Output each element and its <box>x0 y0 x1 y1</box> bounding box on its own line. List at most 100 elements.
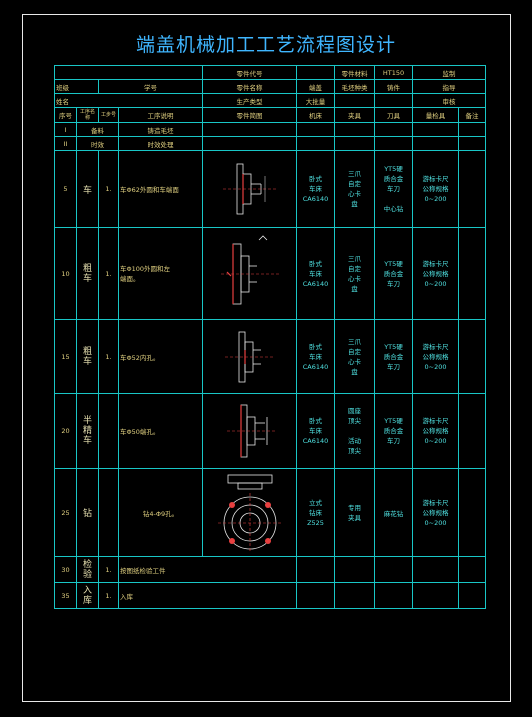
row-step <box>98 393 119 469</box>
header-blank-2 <box>334 93 375 108</box>
row-seq: 15 <box>54 319 77 394</box>
student-no-label: 学号 <box>98 79 203 94</box>
row-tool: YT5硬质合金车刀 <box>374 319 413 394</box>
blank-type-value: 铸件 <box>374 79 413 94</box>
row-fixture: 圆座顶尖活动顶尖 <box>334 393 375 469</box>
col-remark: 备注 <box>458 107 486 123</box>
col-process-name: 工序名称 <box>76 107 99 123</box>
row-desc: 车Φ62外圆和车端面 <box>118 150 203 228</box>
row-seq: I <box>54 122 77 137</box>
header-row-2: 班级 学号 零件名称 端盖 毛坯种类 铸件 指导 <box>54 79 486 94</box>
row-step: 1. <box>98 150 119 228</box>
header-row-1: 零件代号 零件材料 HT150 监制 <box>54 65 486 80</box>
row-desc: 钻4-Φ9孔。 <box>118 468 203 557</box>
name-label: 姓名 <box>54 93 203 108</box>
row-tool: YT5硬质合金车刀 <box>374 393 413 469</box>
part-sketch <box>202 150 297 228</box>
part-code-value <box>296 65 335 80</box>
col-seq: 序号 <box>54 107 77 123</box>
part-sketch <box>202 319 297 394</box>
column-header-row: 序号 工序名称 工步号 工序说明 零件简图 机床 夹具 刀具 量检具 备注 <box>54 107 486 123</box>
col-step-no: 工步号 <box>98 107 119 123</box>
part-name-label: 零件名称 <box>202 79 297 94</box>
row-fixture: 专用夹具 <box>334 468 375 557</box>
process-table: 零件代号 零件材料 HT150 监制 班级 学号 零件名称 端盖 毛坯种类 铸件… <box>54 65 486 609</box>
row-name: 车 <box>76 150 99 228</box>
row-seq: 25 <box>54 468 77 557</box>
row-seq: 35 <box>54 582 77 609</box>
drawing-frame <box>22 14 511 702</box>
part-code-label: 零件代号 <box>202 65 297 80</box>
col-description: 工序说明 <box>118 107 203 123</box>
row-name: 粗车 <box>76 227 99 320</box>
blank-type-label: 毛坯种类 <box>334 79 375 94</box>
header-blank-3 <box>374 93 413 108</box>
table-row: 30 检验 1. 按图纸检验工件 <box>54 556 486 583</box>
material-label: 零件材料 <box>334 65 375 80</box>
row-seq: 5 <box>54 150 77 228</box>
header-row-3: 姓名 生产类型 大批量 审核 <box>54 93 486 108</box>
col-tool: 刀具 <box>374 107 413 123</box>
sketch-bore-icon <box>224 331 275 382</box>
row-fixture: 三爪自定心卡盘 <box>334 150 375 228</box>
row-desc: 铸造毛坯 <box>118 122 203 137</box>
col-gauge: 量检具 <box>412 107 459 123</box>
production-type-label: 生产类型 <box>202 93 297 108</box>
row-desc: 时效处理 <box>118 136 203 151</box>
col-fixture: 夹具 <box>334 107 375 123</box>
part-sketch <box>202 468 297 557</box>
row-name: 时效 <box>76 136 119 151</box>
row-step: 1. <box>98 582 119 609</box>
part-sketch <box>202 227 297 320</box>
row-name: 入库 <box>76 582 99 609</box>
row-name: 钻 <box>76 468 99 557</box>
row-seq: 30 <box>54 556 77 583</box>
class-label: 班级 <box>54 79 99 94</box>
row-seq: II <box>54 136 77 151</box>
row-desc: 入库 <box>118 582 297 609</box>
qty-label: 指导 <box>412 79 486 94</box>
header-blank <box>54 65 203 80</box>
row-fixture: 三爪自定心卡盘 <box>334 319 375 394</box>
table-row: 35 入库 1. 入库 <box>54 582 486 609</box>
material-value: HT150 <box>374 65 413 80</box>
page-title: 端盖机械加工工艺流程图设计 <box>135 34 396 56</box>
sheet-label: 监制 <box>412 65 486 80</box>
sketch-semi-finish-icon <box>226 404 277 458</box>
row-name: 备料 <box>76 122 119 137</box>
row-seq: 20 <box>54 393 77 469</box>
part-sketch <box>202 393 297 469</box>
row-step <box>98 468 119 557</box>
production-type-value: 大批量 <box>296 93 335 108</box>
table-row: II 时效 时效处理 <box>54 136 486 151</box>
col-machine: 机床 <box>296 107 335 123</box>
sketch-drill-icon <box>217 474 282 553</box>
row-tool: YT5硬质合金车刀 <box>374 227 413 320</box>
row-seq: 10 <box>54 227 77 320</box>
part-name-value: 端盖 <box>296 79 335 94</box>
col-sketch: 零件简图 <box>202 107 297 123</box>
row-step: 1. <box>98 319 119 394</box>
sketch-turning-icon <box>222 163 277 215</box>
table-row: I 备料 铸造毛坯 <box>54 122 486 137</box>
row-desc: 车Φ50端孔。 <box>118 393 203 469</box>
sketch-rough-turning-icon <box>220 234 279 304</box>
row-name: 检验 <box>76 556 99 583</box>
row-desc: 车Φ52内孔。 <box>118 319 203 394</box>
row-step: 1. <box>98 227 119 320</box>
row-tool: 麻花钻 <box>374 468 413 557</box>
